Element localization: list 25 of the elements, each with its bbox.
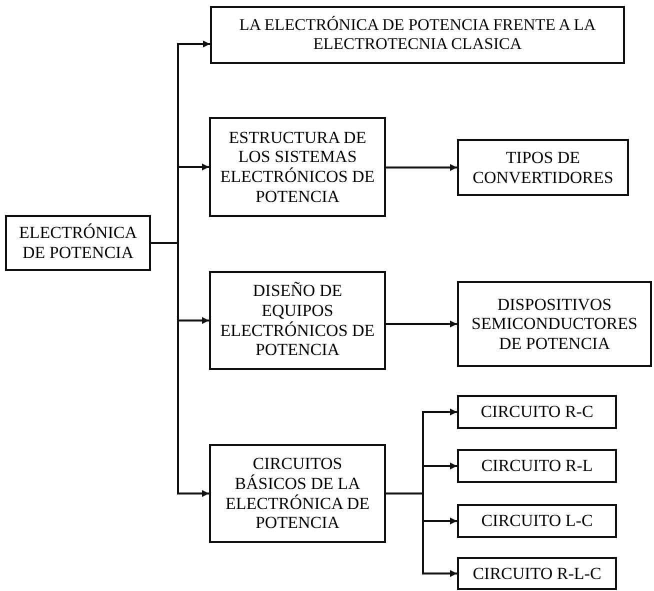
box-text: CIRCUITO L-C <box>481 511 593 531</box>
topic-box <box>5 215 151 271</box>
connector-arrow <box>386 164 457 171</box>
box-text: ELECTRÓNICA DE POTENCIA <box>18 223 138 263</box>
box-text: CIRCUITO R-C <box>480 402 594 422</box>
connector-arrow <box>151 242 209 497</box>
box-text: CIRCUITOS BÁSICOS DE LA ELECTRÓNICA DE POTENCIA <box>224 454 371 533</box>
box-text: LA ELECTRÓNICA DE POTENCIA FRENTE A LA ELECTROTECNIA CLASICA <box>238 16 597 54</box>
topic-box <box>457 395 617 429</box>
topic-box <box>209 117 386 217</box>
topic-box <box>210 6 625 64</box>
box-text: TIPOS DE CONVERTIDORES <box>472 148 614 188</box>
connector-arrow <box>386 320 457 328</box>
topic-box <box>209 271 386 370</box>
box-text: CIRCUITO R-L <box>481 456 593 476</box>
box-text: ESTRUCTURA DE LOS SISTEMAS ELECTRÓNICOS DE POTENCIA <box>219 128 376 206</box>
box-text: CIRCUITO R-L-C <box>472 564 602 584</box>
box-text: DISPOSITIVOS SEMICONDUCTORES DE POTENCIA <box>470 294 638 354</box>
topic-box <box>457 557 617 590</box>
topic-box <box>457 139 629 196</box>
topic-box <box>457 449 617 483</box>
topic-box <box>209 444 386 543</box>
topic-box <box>457 281 652 367</box>
box-text: DISEÑO DE EQUIPOS ELECTRÓNICOS DE POTENCIA <box>219 281 376 360</box>
topic-box <box>457 504 617 538</box>
